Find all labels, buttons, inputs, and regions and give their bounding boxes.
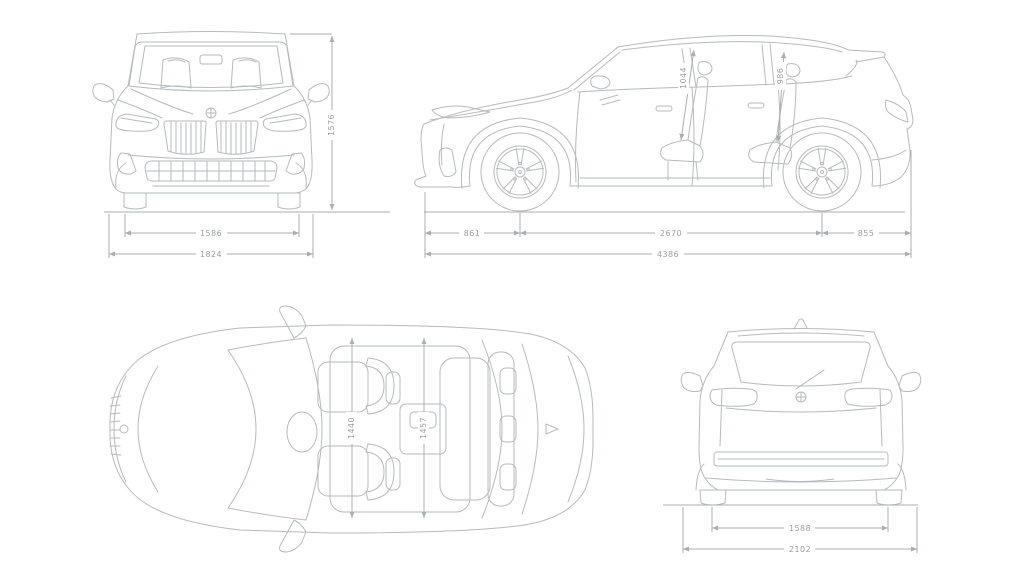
steering-wheel-top xyxy=(286,411,318,453)
dim-rear-track: 1588 xyxy=(789,524,811,533)
dim-front-track: 1586 xyxy=(200,229,222,238)
rear-side-mirrors xyxy=(680,371,922,393)
dim-wheelbase: 2670 xyxy=(660,229,682,238)
side-front-details xyxy=(429,89,573,177)
top-rear-bench xyxy=(439,351,517,507)
side-car-body xyxy=(414,34,914,212)
front-interior-mirror xyxy=(199,54,223,65)
antenna-fin-rear xyxy=(793,318,808,330)
dim-line-front-headroom xyxy=(679,49,696,141)
side-doors xyxy=(575,83,781,187)
bmw-roundel-top xyxy=(119,424,129,434)
rear-hatch-lines xyxy=(719,389,883,447)
rear-bumper xyxy=(705,451,897,483)
door-handle-rear xyxy=(747,102,765,109)
dim-front-headroom: 1044 xyxy=(679,67,688,89)
front-view: 1576 1586 1824 xyxy=(92,31,390,259)
top-car-body xyxy=(109,305,594,553)
bmw-roundel-rear xyxy=(795,391,807,403)
side-view: 1044 986 861 2670 855 4386 xyxy=(414,34,914,259)
side-front-wheel xyxy=(480,132,560,212)
rear-wheels xyxy=(695,463,907,506)
rear-dimensions: 1588 2102 xyxy=(663,504,918,554)
top-windshield xyxy=(227,337,323,521)
front-fog-inserts xyxy=(116,152,306,175)
front-kidney-grille xyxy=(163,120,259,155)
antenna-fin-top xyxy=(545,423,559,435)
bmw-roundel-front xyxy=(205,107,217,119)
rear-car-body xyxy=(680,318,922,506)
side-rear-details xyxy=(871,99,909,161)
front-side-mirrors xyxy=(92,83,330,106)
side-mirror xyxy=(590,75,611,90)
front-headlights xyxy=(115,113,307,132)
rear-window xyxy=(731,341,871,387)
top-dimensions: 1440 1457 xyxy=(346,337,429,519)
top-mirrors xyxy=(279,305,307,553)
dim-front-overhang: 861 xyxy=(464,229,480,238)
rear-taillights xyxy=(709,387,893,407)
rear-view: 1588 2102 xyxy=(663,318,922,554)
top-front-seats xyxy=(317,357,401,501)
dim-overall-length: 4386 xyxy=(657,250,679,259)
top-front-end xyxy=(109,365,159,493)
dim-rear-headroom: 986 xyxy=(776,68,785,84)
dim-front-cabin-width: 1440 xyxy=(347,417,356,439)
rear-wiper xyxy=(795,369,825,390)
front-seats xyxy=(160,57,262,89)
dim-overall-height: 1576 xyxy=(327,114,336,136)
top-view: 1440 1457 xyxy=(109,305,594,553)
side-wheel-arches xyxy=(460,117,882,189)
side-dimensions: 1044 986 861 2670 855 4386 xyxy=(424,49,912,259)
front-hood-lines xyxy=(117,88,305,119)
top-roof xyxy=(329,339,585,519)
door-handle-front xyxy=(655,105,673,112)
side-rear-wheel xyxy=(782,132,862,212)
front-car-body xyxy=(92,31,330,210)
dim-rear-overhang: 855 xyxy=(858,229,874,238)
side-glasshouse xyxy=(573,41,858,93)
front-wheels xyxy=(115,162,307,210)
dim-overall-width: 1824 xyxy=(200,250,222,259)
side-interior-seats xyxy=(599,61,801,181)
front-lower-intake xyxy=(127,154,295,187)
dim-width-incl-mirrors: 2102 xyxy=(789,545,811,554)
dim-rear-cabin-width: 1457 xyxy=(419,417,428,439)
front-dimensions: 1576 1586 1824 xyxy=(104,33,390,259)
